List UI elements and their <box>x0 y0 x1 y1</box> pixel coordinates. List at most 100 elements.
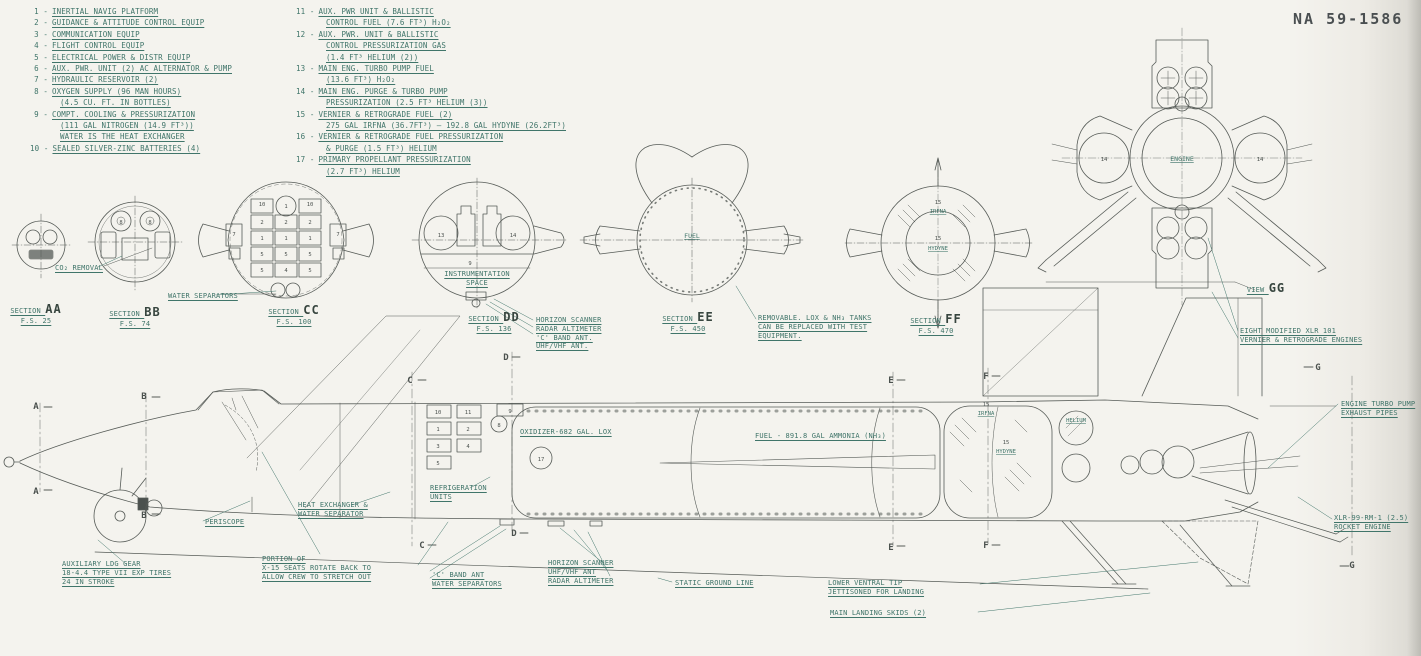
legend-item-6: 6 -AUX. PWR. UNIT (2) AC ALTERNATOR & PU… <box>34 64 232 74</box>
ee-fuel-text: FUEL <box>684 232 700 240</box>
cut-letter-a-top: A <box>33 402 39 412</box>
bay-number: 17 <box>538 457 545 463</box>
section-cc-drawing <box>198 181 374 299</box>
cc-grid-number: 2 <box>260 220 263 226</box>
cc-grid-number: 10 <box>259 202 266 208</box>
section-aa-drawing <box>11 213 71 279</box>
cut-letter-f-top: F <box>983 372 988 382</box>
legend-item-8: 8 -OXYGEN SUPPLY (96 MAN HOURS)(4.5 CU. … <box>34 86 182 108</box>
gg-pod-number: 14 <box>1101 157 1108 163</box>
cc-grid-number: 1 <box>308 236 311 242</box>
cc-grid-number: 5 <box>284 252 287 258</box>
cc-grid-number: 5 <box>260 252 263 258</box>
cc-grid-number: 10 <box>307 202 314 208</box>
legend-item-13: 13 -MAIN ENG. TURBO PUMP FUEL(13.6 FT³) … <box>296 64 434 85</box>
cc-grid-number: 4 <box>284 268 288 274</box>
cut-letter-e-bottom: E <box>888 543 893 553</box>
bb-bottle-number: 8 <box>148 220 151 226</box>
rocket-engine-label: XLR-99-RM-1 (2.5)ROCKET ENGINE <box>1334 514 1409 531</box>
section-dd-drawing <box>411 177 569 311</box>
bay-number: 1 <box>436 427 439 433</box>
tank-hydyne-text: HYDYNE <box>996 449 1016 455</box>
bay-number: 9 <box>508 409 511 415</box>
bay-number: 2 <box>466 427 469 433</box>
heat-exchanger-label: HEAT EXCHANGER &WATER SEPARATOR <box>298 501 368 518</box>
legend-item-9: 9 -COMPT. COOLING & PRESSURIZATION(111 G… <box>34 109 196 142</box>
side-view-drawing <box>3 287 1353 590</box>
cc-grid-number: 1 <box>284 204 287 210</box>
cut-letter-c-bottom: C <box>419 541 424 551</box>
co2-removal-label: CO₂ REMOVAL <box>55 264 104 272</box>
leader-lines <box>97 237 1339 613</box>
ff-hydyne-text: HYDYNE <box>928 246 948 252</box>
cut-letter-d-top: D <box>503 353 509 363</box>
legend-item-4: 4 -FLIGHT CONTROL EQUIP <box>34 41 145 51</box>
legend-item-5: 5 -ELECTRICAL POWER & DISTR EQUIP <box>34 52 191 62</box>
document-number: NA 59-1586 <box>1293 10 1404 28</box>
cut-letter-a-bottom: A <box>33 487 39 497</box>
bb-bottle-number: 8 <box>119 220 122 226</box>
oxidizer-label: OXIDIZER-682 GAL. LOX <box>520 428 612 436</box>
bay-number: 8 <box>497 423 500 429</box>
bay-number: 11 <box>465 410 472 416</box>
tank-irfna-number: 15 <box>983 402 990 408</box>
cut-letter-e-top: E <box>888 376 893 386</box>
cut-letter-b-top: B <box>141 392 147 402</box>
landing-skids-label: MAIN LANDING SKIDS (2) <box>830 609 927 617</box>
scan-edge-shade <box>1407 0 1421 656</box>
cc-grid-number: 2 <box>308 220 311 226</box>
gg-pod-number: 14 <box>1257 157 1264 163</box>
fuel-ammonia-label: FUEL - 891.8 GAL AMMONIA (NH₃) <box>755 432 886 440</box>
cc-grid-number: 1 <box>260 236 263 242</box>
tank-helium-text: HELIUM <box>1066 418 1087 424</box>
legend-item-16: 16 -VERNIER & RETROGRADE FUEL PRESSURIZA… <box>296 132 504 153</box>
cc-grid-number: 1 <box>284 236 287 242</box>
view-gg-drawing <box>1037 27 1327 306</box>
legend-item-10: 10 -SEALED SILVER-ZINC BATTERIES (4) <box>30 143 201 153</box>
dd-tank-number: 14 <box>510 233 517 239</box>
section-ff-drawing <box>844 157 1033 329</box>
section-bb-drawing <box>87 195 183 291</box>
cc-grid-number: 2 <box>284 220 287 226</box>
ff-hydyne-number: 15 <box>935 236 942 242</box>
cut-letter-b-bottom: B <box>141 511 147 521</box>
tank-irfna-text: IRFNA <box>978 411 995 417</box>
legend-item-17: 17 -PRIMARY PROPELLANT PRESSURIZATION(2.… <box>296 155 471 176</box>
legend-item-2: 2 -GUIDANCE & ATTITUDE CONTROL EQUIP <box>34 18 205 28</box>
cut-letter-f-bottom: F <box>983 541 988 551</box>
water-separators-upper-label: WATER SEPARATORS <box>168 292 238 300</box>
cc-side-number: 7 <box>232 232 235 238</box>
ff-irfna-text: IRFNA <box>930 209 947 215</box>
bay-number: 10 <box>435 410 442 416</box>
cut-letter-g-top: G <box>1315 363 1320 373</box>
bay-number: 4 <box>466 444 470 450</box>
cc-grid-number: 5 <box>308 268 311 274</box>
legend-item-15: 15 -VERNIER & RETROGRADE FUEL (2)275 GAL… <box>296 109 566 131</box>
legend-item-7: 7 -HYDRAULIC RESERVOIR (2) <box>34 75 159 85</box>
legend-item-1: 1 -INERTIAL NAVIG PLATFORM <box>34 7 159 16</box>
cc-grid-number: 5 <box>308 252 311 258</box>
cut-letter-c-top: C <box>407 376 412 386</box>
dd-band-number: 9 <box>468 261 471 267</box>
bay-number: 3 <box>436 444 439 450</box>
